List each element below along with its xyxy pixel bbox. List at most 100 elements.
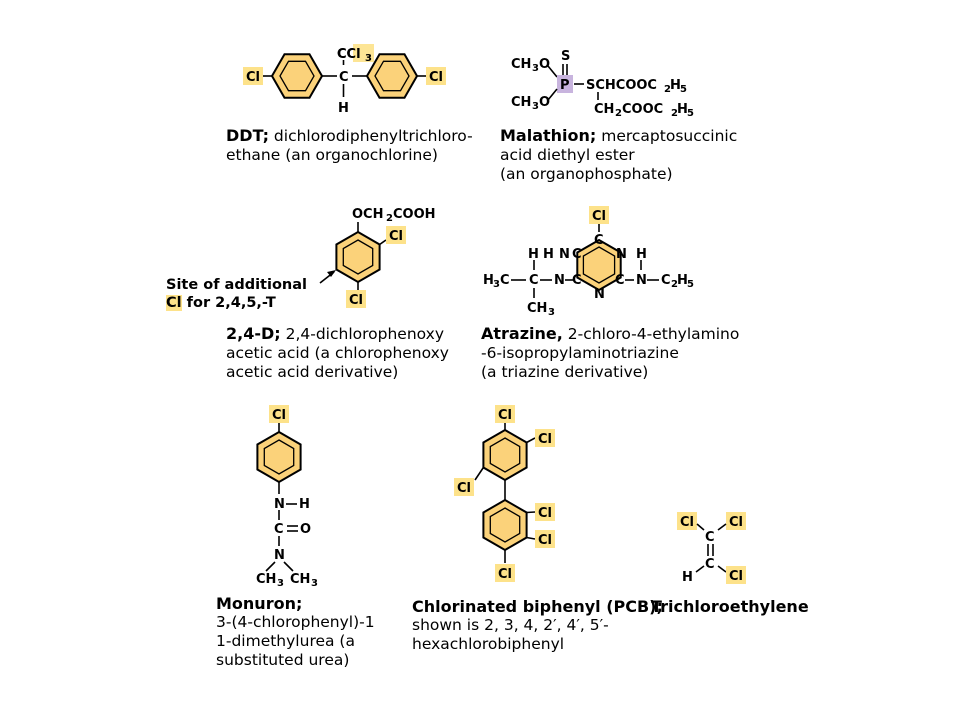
- svg-text:N: N: [636, 273, 647, 288]
- svg-text:N: N: [554, 273, 565, 288]
- svg-text:3: 3: [311, 578, 318, 589]
- svg-text:3: 3: [548, 307, 555, 318]
- tce-structure: Cl Cl C C H Cl: [677, 512, 746, 585]
- svg-text:Cl: Cl: [680, 515, 694, 530]
- d24-structure: OCH 2 COOH Cl Cl: [319, 207, 436, 308]
- svg-text:5: 5: [687, 108, 694, 119]
- svg-text:C: C: [274, 522, 284, 537]
- svg-text:N: N: [616, 247, 627, 262]
- svg-text:Cl: Cl: [729, 515, 743, 530]
- svg-text:Cl: Cl: [272, 408, 286, 423]
- svg-text:Cl: Cl: [498, 567, 512, 582]
- malathion-caption-line-1: mercaptosuccinic: [596, 127, 738, 145]
- svg-text:C: C: [529, 273, 539, 288]
- svg-text:CCl: CCl: [337, 47, 361, 62]
- svg-text:CH: CH: [527, 301, 547, 316]
- svg-text:Cl: Cl: [457, 481, 471, 496]
- svg-text:H: H: [636, 247, 647, 262]
- malathion-structure: S CH 3 O P SCHCOOC 2 H 5 CH 3 O CH 2 COO…: [511, 49, 694, 119]
- ddt-caption-line-1: dichlorodiphenyltrichloro-: [269, 127, 473, 145]
- svg-text:SCHCOOC: SCHCOOC: [586, 78, 657, 93]
- svg-text:C: C: [339, 70, 349, 85]
- d24-caption-line-3: acetic acid derivative): [226, 363, 399, 381]
- atrazine-caption: Atrazine, 2-chloro-4-ethylamino -6-isopr…: [481, 324, 739, 382]
- svg-text:3: 3: [365, 53, 372, 64]
- svg-text:Cl: Cl: [538, 533, 552, 548]
- svg-text:Cl: Cl: [538, 506, 552, 521]
- malathion-caption-line-2: acid diethyl ester: [500, 146, 635, 164]
- atrazine-caption-line-1: 2-chloro-4-ethylamino: [562, 325, 740, 343]
- svg-text:Cl: Cl: [429, 70, 443, 85]
- tce-caption: Trichloroethylene: [651, 597, 809, 616]
- d24-caption: 2,4-D; 2,4-dichlorophenoxy acetic acid (…: [226, 324, 449, 382]
- svg-text:5: 5: [687, 279, 694, 290]
- svg-text:H: H: [338, 101, 349, 116]
- svg-text:C: C: [661, 273, 671, 288]
- monuron-structure: Cl N H C O N CH 3 CH 3: [256, 405, 318, 589]
- svg-text:O: O: [539, 95, 550, 110]
- d24-caption-line-1: 2,4-dichlorophenoxy: [280, 325, 445, 343]
- svg-text:H: H: [677, 102, 688, 117]
- d24-name: 2,4-D;: [226, 324, 281, 343]
- svg-text:3: 3: [532, 101, 539, 112]
- ddt-structure: Cl C CCl 3 CCl 3 H Cl: [243, 44, 446, 116]
- svg-text:C: C: [572, 247, 582, 262]
- svg-text:Cl: Cl: [592, 209, 606, 224]
- svg-text:H: H: [299, 497, 310, 512]
- atrazine-caption-line-3: (a triazine derivative): [481, 363, 649, 381]
- svg-text:Cl: Cl: [538, 432, 552, 447]
- atrazine-structure: Cl C N C N C C H N H H H 3 C C N N C 2 H…: [483, 206, 694, 318]
- svg-text:3: 3: [493, 279, 500, 290]
- svg-text:3: 3: [277, 578, 284, 589]
- svg-text:C: C: [615, 273, 625, 288]
- ddt-name: DDT;: [226, 126, 269, 145]
- svg-text:2: 2: [664, 84, 671, 95]
- svg-text:C: C: [500, 273, 510, 288]
- svg-text:CH: CH: [290, 572, 310, 587]
- svg-text:N: N: [594, 287, 605, 302]
- svg-text:N: N: [559, 247, 570, 262]
- svg-text:Cl: Cl: [498, 408, 512, 423]
- pcb-caption: Chlorinated biphenyl (PCB); shown is 2, …: [412, 597, 663, 654]
- malathion-name: Malathion;: [500, 126, 597, 145]
- svg-text:5: 5: [680, 84, 687, 95]
- svg-text:2: 2: [671, 279, 678, 290]
- d24-site-annotation: Site of additional Cl for 2,4,5,-T: [166, 276, 307, 312]
- svg-text:COOC: COOC: [622, 102, 663, 117]
- d24-caption-line-2: acetic acid (a chlorophenoxy: [226, 344, 449, 362]
- svg-text:CH: CH: [511, 95, 531, 110]
- svg-text:Cl: Cl: [246, 70, 260, 85]
- d24-site-line-2: for 2,4,5,-T: [181, 295, 276, 311]
- svg-text:P: P: [560, 78, 570, 93]
- svg-text:O: O: [300, 522, 311, 537]
- svg-text:2: 2: [386, 213, 393, 224]
- svg-text:C: C: [705, 557, 715, 572]
- svg-text:3: 3: [532, 63, 539, 74]
- svg-text:N: N: [274, 497, 285, 512]
- svg-text:H: H: [543, 247, 554, 262]
- d24-site-cl: Cl: [166, 295, 182, 311]
- svg-text:C: C: [594, 233, 604, 248]
- monuron-caption-line-2: 1-dimethylurea (a: [216, 632, 355, 650]
- svg-text:Cl: Cl: [389, 229, 403, 244]
- svg-text:H: H: [670, 78, 681, 93]
- svg-text:O: O: [539, 57, 550, 72]
- svg-text:2: 2: [615, 108, 622, 119]
- svg-text:C: C: [572, 273, 582, 288]
- monuron-name: Monuron;: [216, 594, 303, 613]
- malathion-caption: Malathion; mercaptosuccinic acid diethyl…: [500, 126, 737, 184]
- svg-text:S: S: [561, 49, 570, 64]
- pcb-caption-line-1: shown is 2, 3, 4, 2′, 4′, 5′-: [412, 616, 609, 634]
- svg-text:H: H: [677, 273, 688, 288]
- svg-text:CH: CH: [256, 572, 276, 587]
- svg-text:OCH: OCH: [352, 207, 383, 222]
- malathion-caption-line-3: (an organophosphate): [500, 165, 673, 183]
- svg-text:H: H: [682, 570, 693, 585]
- svg-text:CH: CH: [594, 102, 614, 117]
- d24-site-line-1: Site of additional: [166, 277, 307, 293]
- svg-text:COOH: COOH: [393, 207, 436, 222]
- svg-text:Cl: Cl: [729, 569, 743, 584]
- pcb-structure: Cl Cl Cl Cl Cl Cl: [454, 405, 555, 582]
- ddt-caption: DDT; dichlorodiphenyltrichloro- ethane (…: [226, 126, 473, 165]
